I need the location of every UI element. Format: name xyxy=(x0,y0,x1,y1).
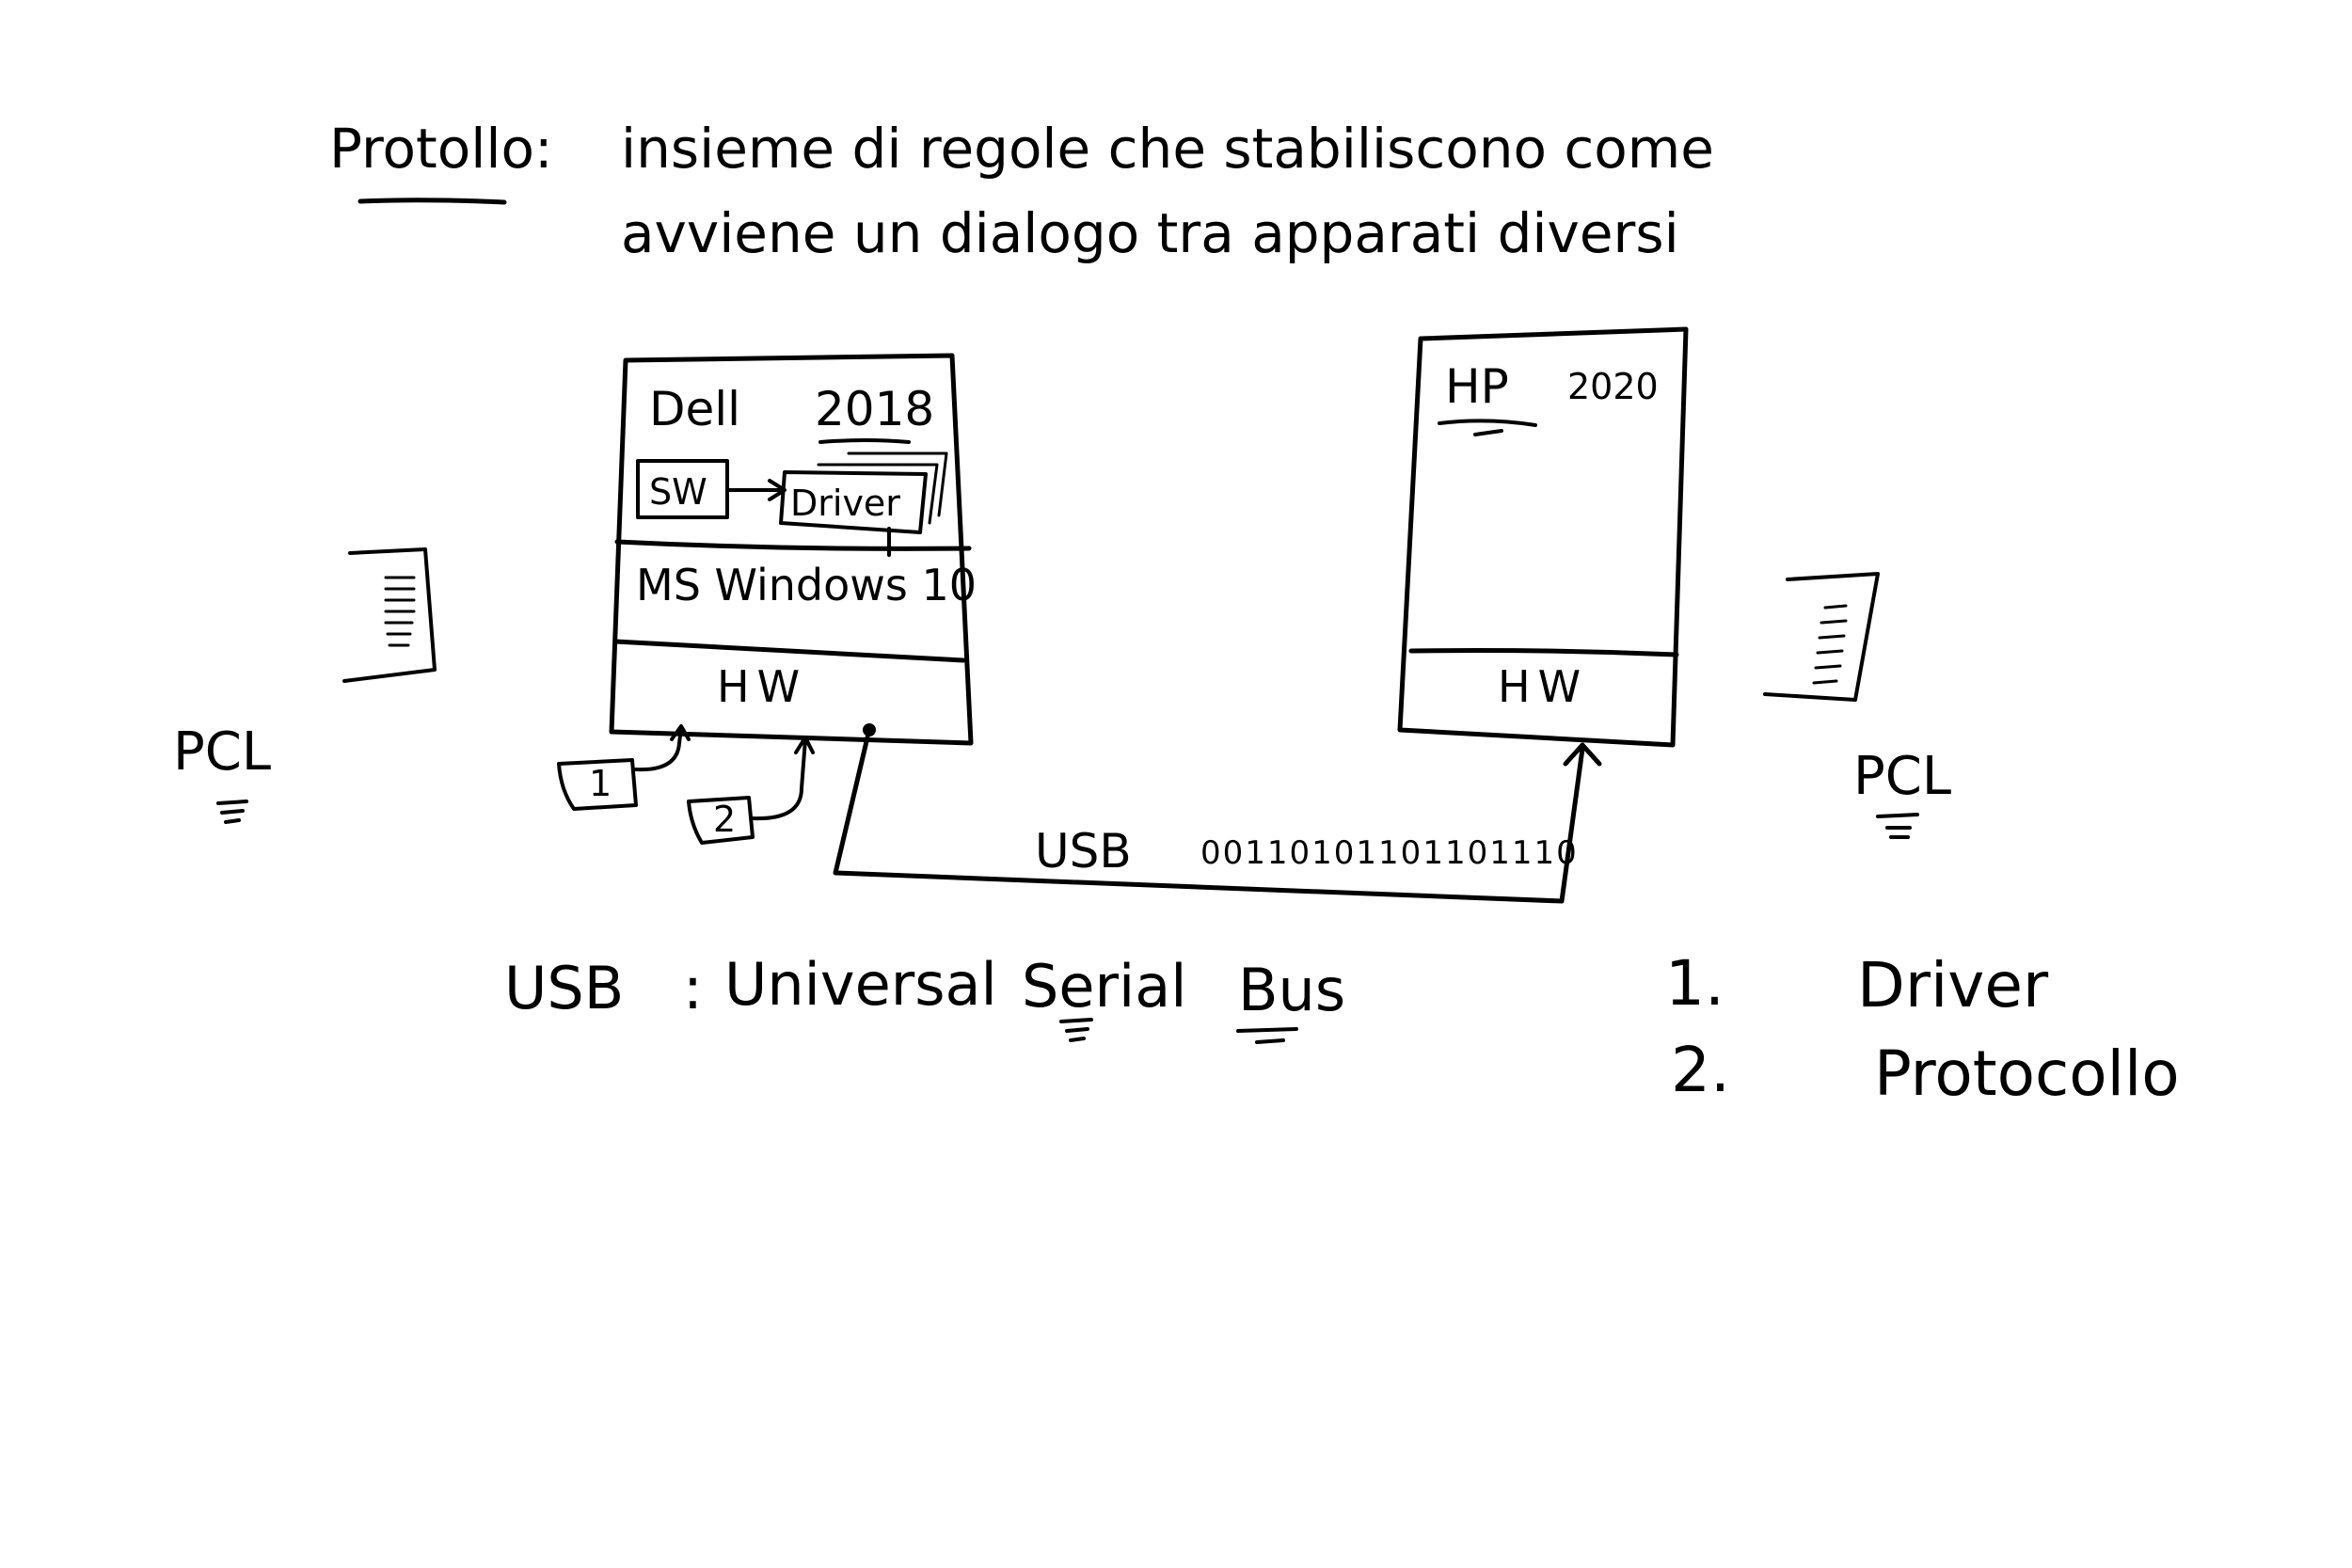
usb-definition: USB : Universal Serial Bus xyxy=(504,950,1345,1044)
definition-block: Protollo: insieme di regole che stabilis… xyxy=(329,117,1714,265)
usb-definition-word-serial: Serial xyxy=(1022,952,1186,1021)
left-document-lines xyxy=(384,576,416,647)
usb-cable-arrowhead xyxy=(1563,742,1602,767)
usb-cable-label: USB xyxy=(1035,824,1132,879)
usb-definition-colon: : xyxy=(683,954,703,1022)
right-hw-label: HW xyxy=(1498,661,1588,712)
list-number-2: 2. xyxy=(1671,1034,1730,1106)
sw-label: SW xyxy=(649,471,707,513)
left-computer-year-underline xyxy=(818,438,911,444)
left-pcl-label: PCL xyxy=(173,721,271,783)
numbered-list: 1. Driver 2. Protocollo xyxy=(1665,947,2180,1110)
os-label: MS Windows 10 xyxy=(636,560,977,610)
left-pcl-mark xyxy=(216,800,248,824)
peripheral-doc-2-label: 2 xyxy=(713,799,736,840)
left-peripherals: 1 2 xyxy=(557,724,815,845)
usb-definition-word-universal: Universal xyxy=(724,950,997,1019)
hw-divider xyxy=(612,639,966,663)
right-printer-brand: HP xyxy=(1445,359,1509,414)
usb-definition-term: USB xyxy=(504,954,624,1022)
driver-label: Driver xyxy=(790,483,900,524)
right-document-shape xyxy=(1763,572,1880,702)
definition-line-2: avviene un dialogo tra apparati diversi xyxy=(621,201,1679,265)
usb-cable-line xyxy=(833,735,1585,904)
left-pcl: PCL xyxy=(173,721,271,824)
usb-definition-word-bus: Bus xyxy=(1238,956,1345,1024)
peripheral-doc-1-label: 1 xyxy=(589,763,612,804)
usb-bit-stream: 00110101101101110 xyxy=(1200,834,1579,872)
right-pcl-label: PCL xyxy=(1853,746,1951,807)
left-hw-label: HW xyxy=(717,661,807,712)
list-item-driver: Driver xyxy=(1857,949,2049,1022)
left-computer-year: 2018 xyxy=(815,382,934,436)
right-printer: HP 2020 HW xyxy=(1397,326,1689,748)
left-computer-frame xyxy=(609,353,974,746)
bus-initial-mark xyxy=(1236,1027,1298,1044)
right-pcl: PCL xyxy=(1853,746,1951,839)
left-computer: Dell 2018 SW Driver MS Windows 10 HW xyxy=(609,353,977,746)
left-document xyxy=(342,547,437,683)
usb-cable: USB 00110101101101110 xyxy=(833,735,1602,904)
list-number-1: 1. xyxy=(1665,947,1724,1020)
right-printer-frame xyxy=(1397,326,1689,748)
peripheral-doc-2 xyxy=(687,796,755,845)
driver-box-back-2 xyxy=(847,451,948,517)
definition-term-underline xyxy=(358,198,507,205)
right-hw-divider xyxy=(1408,648,1679,657)
definition-term: Protollo: xyxy=(329,117,553,181)
left-document-shape xyxy=(342,547,437,683)
peripheral-1-cable xyxy=(634,724,691,772)
right-printer-brand-underline xyxy=(1438,419,1537,436)
right-document xyxy=(1763,572,1880,702)
right-pcl-mark xyxy=(1876,813,1919,839)
definition-line-1: insieme di regole che stabiliscono come xyxy=(621,117,1714,181)
usb-port xyxy=(863,723,876,736)
serial-initial-mark xyxy=(1059,1018,1093,1042)
list-item-protocollo: Protocollo xyxy=(1874,1037,2180,1110)
os-divider xyxy=(614,539,972,551)
left-computer-brand: Dell xyxy=(649,382,740,436)
driver-box-back-1 xyxy=(817,463,939,525)
peripheral-2-cable xyxy=(751,736,815,821)
sw-to-driver-arrow xyxy=(726,479,787,501)
driver-box xyxy=(779,470,928,534)
right-printer-year: 2020 xyxy=(1567,366,1659,407)
right-document-lines xyxy=(1812,604,1848,685)
peripheral-doc-1 xyxy=(557,758,638,811)
